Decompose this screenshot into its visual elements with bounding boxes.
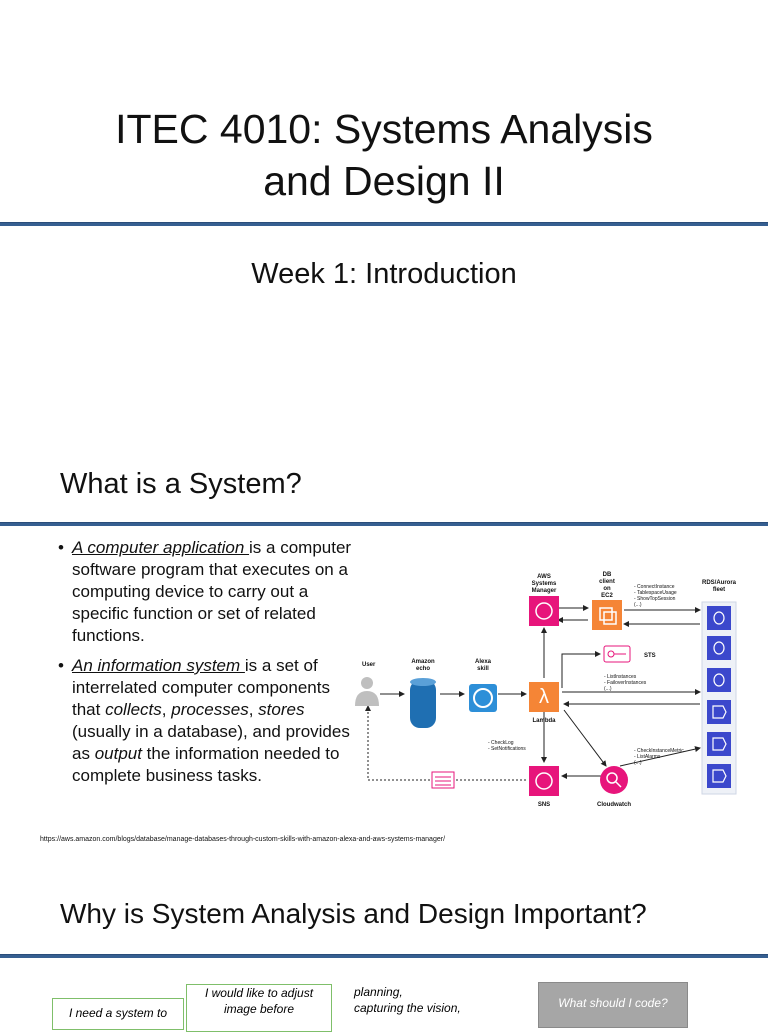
- lambda-icon: λ: [529, 682, 559, 712]
- emphasis: collects: [105, 700, 162, 719]
- slide-title: ITEC 4010: Systems Analysis and Design I…: [115, 106, 653, 204]
- label-db-4: EC2: [601, 593, 613, 599]
- label-lambda: Lambda: [532, 718, 556, 724]
- amazon-echo-icon: [410, 678, 436, 728]
- label-db-3: on: [603, 586, 611, 592]
- planning-text: planning, capturing the vision,: [354, 984, 514, 1016]
- heading-divider: [0, 522, 768, 526]
- note-cw-3: (...): [634, 760, 642, 766]
- note-db-3: - ShowTopSession: [634, 596, 676, 602]
- emphasis: stores: [258, 700, 305, 719]
- source-link[interactable]: https://aws.amazon.com/blogs/database/ma…: [40, 836, 446, 843]
- alexa-skill-icon: [469, 684, 497, 712]
- message-icon: [431, 771, 455, 789]
- label-ssm-1: AWS: [537, 574, 551, 580]
- quote-card-adjust-image: I would like to adjust image before: [186, 984, 332, 1032]
- label-ssm-3: Manager: [532, 588, 557, 594]
- title-slide: ITEC 4010: Systems Analysis and Design I…: [0, 0, 768, 440]
- label-ssm-2: Systems: [532, 581, 557, 587]
- cloudwatch-icon: [600, 766, 628, 794]
- bullet-text: (usually in a database), and provides as: [72, 722, 350, 763]
- rds-fleet-icon: [701, 601, 737, 795]
- svg-text:λ: λ: [539, 686, 549, 708]
- note-lambda-2: - SetNotifications: [488, 746, 526, 752]
- bullet-list: A computer application is a computer sof…: [58, 537, 354, 795]
- title-divider: [0, 222, 768, 226]
- bullet-text: is a set of interrelated computer compon…: [72, 656, 330, 719]
- label-db-1: DB: [603, 572, 612, 578]
- planning-line-2: capturing the vision,: [354, 1001, 461, 1015]
- note-lambda-1: - CheckLog: [488, 740, 514, 746]
- bullet-text: ,: [248, 700, 259, 719]
- sts-key-icon: [603, 645, 631, 663]
- label-db-2: client: [599, 579, 615, 585]
- label-user: User: [362, 662, 376, 668]
- heading-divider: [0, 954, 768, 958]
- slide-heading: Why is System Analysis and Design Import…: [60, 898, 647, 929]
- note-cw-1: - CheckInstanceMetric: [634, 748, 684, 754]
- planning-line-1: planning,: [354, 985, 403, 999]
- slide-subtitle: Week 1: Introduction: [251, 258, 517, 290]
- bullet-text: ,: [161, 700, 172, 719]
- note-db-4: (...): [634, 602, 642, 608]
- note-cw-2: - ListAlarms: [634, 754, 661, 760]
- label-rds-1: RDS/Aurora: [702, 580, 737, 586]
- bullet-information-system: An information system is a set of interr…: [58, 655, 354, 787]
- emphasis: output: [94, 744, 142, 763]
- label-alexa-1: Alexa: [475, 659, 492, 665]
- label-sns: SNS: [538, 802, 550, 808]
- emphasis: processes: [171, 700, 249, 719]
- slide-heading: What is a System?: [60, 468, 302, 500]
- label-rds-2: fleet: [713, 587, 725, 593]
- note-db-1: - ConnectInstance: [634, 584, 675, 590]
- note-rds-3: (...): [604, 686, 612, 692]
- bullet-text: is a computer software program that exec…: [72, 538, 352, 645]
- term-information-system: An information system: [72, 656, 245, 675]
- label-echo-1: Amazon: [411, 659, 435, 665]
- architecture-diagram: λ: [355, 572, 737, 808]
- ec2-db-client-icon: [592, 600, 622, 630]
- label-sts: STS: [644, 653, 656, 659]
- user-icon: [355, 677, 379, 706]
- bullet-text: the information needed to complete busin…: [72, 744, 340, 785]
- note-rds-1: - ListInstances: [604, 674, 637, 680]
- note-rds-2: - FailoverInstances: [604, 680, 647, 686]
- label-cloudwatch: Cloudwatch: [597, 802, 631, 808]
- bullet-computer-application: A computer application is a computer sof…: [58, 537, 354, 647]
- sns-icon: [529, 766, 559, 796]
- quote-card-need-system: I need a system to: [52, 998, 184, 1030]
- note-db-2: - TablespaceUsage: [634, 590, 677, 596]
- systems-manager-icon: [529, 596, 559, 626]
- label-alexa-2: skill: [477, 666, 489, 672]
- what-should-i-code-box: What should I code?: [538, 982, 688, 1028]
- label-echo-2: echo: [416, 666, 430, 672]
- term-computer-application: A computer application: [72, 538, 250, 557]
